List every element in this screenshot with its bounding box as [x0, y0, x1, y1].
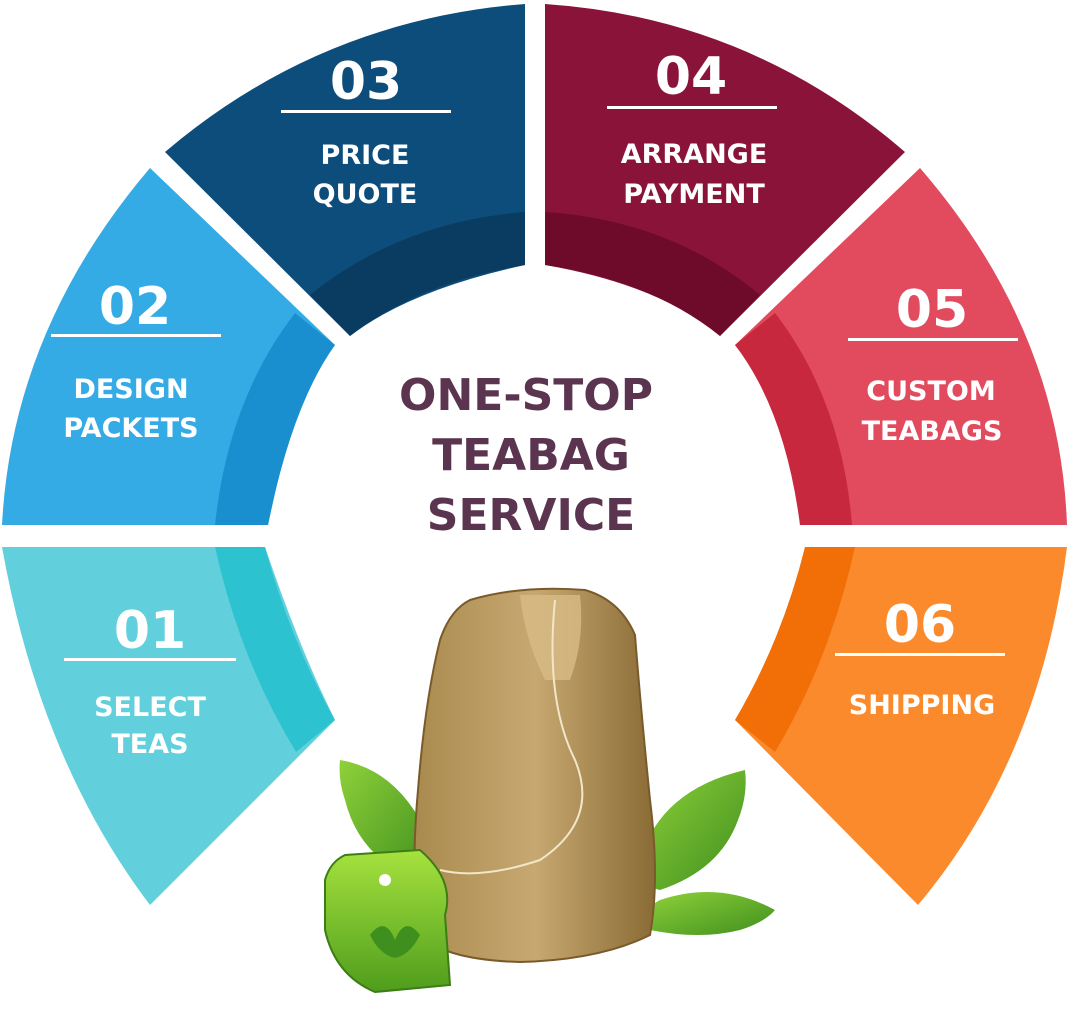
step-05-divider [848, 338, 1018, 341]
teabag-with-leaves-icon [324, 587, 775, 994]
teabag-fold [520, 595, 582, 680]
step-05-label-line-1: CUSTOM [866, 376, 995, 407]
step-02-number: 02 [99, 277, 171, 337]
tag-leaf-logo-icon [370, 926, 420, 958]
center-title-line-1: ONE-STOP [399, 370, 653, 421]
step-01-number: 01 [114, 601, 186, 661]
step-01-label-line-2: TEAS [111, 729, 188, 760]
step-03-label-line-1: PRICE [321, 140, 410, 171]
tag-hole [379, 874, 391, 886]
step-02-inner-band [215, 313, 335, 525]
step-04-label-line-2: PAYMENT [623, 179, 765, 210]
step-03-inner-band [310, 212, 525, 336]
step-04-text: 04 ARRANGE PAYMENT [607, 47, 777, 210]
step-06-divider [835, 653, 1005, 656]
teabag-body [413, 587, 656, 964]
step-06-label-line-1: SHIPPING [849, 690, 995, 721]
step-04-divider [607, 106, 777, 109]
step-03-number: 03 [330, 52, 402, 112]
step-02-text: 02 DESIGN PACKETS [51, 277, 221, 444]
step-03-segment [165, 4, 525, 336]
step-05-text: 05 CUSTOM TEABAGS [848, 280, 1018, 447]
step-01-divider [64, 658, 236, 661]
step-04-number: 04 [655, 47, 727, 107]
step-06-inner-band [735, 547, 855, 752]
step-06-text: 06 SHIPPING [835, 595, 1005, 721]
center-title-line-3: SERVICE [427, 490, 635, 541]
step-01-label-line-1: SELECT [94, 692, 206, 723]
step-01-text: 01 SELECT TEAS [64, 601, 236, 760]
teabag-string [439, 599, 584, 875]
step-02-label-line-1: DESIGN [73, 374, 188, 405]
step-03-label-line-2: QUOTE [313, 179, 418, 210]
center-title: ONE-STOP TEABAG SERVICE [399, 370, 653, 541]
step-06-number: 06 [884, 595, 956, 655]
step-04-label-line-1: ARRANGE [621, 139, 768, 170]
center-title-line-2: TEABAG [432, 430, 630, 481]
step-01-segment [2, 547, 335, 905]
step-01-inner-band [215, 547, 335, 752]
step-05-number: 05 [896, 280, 968, 340]
step-02-divider [51, 334, 221, 337]
leaf-right-top-icon [639, 770, 746, 890]
step-02-segment [2, 168, 335, 525]
step-02-label-line-2: PACKETS [63, 413, 198, 444]
step-05-inner-band [735, 313, 852, 525]
step-05-segment [735, 168, 1067, 525]
step-03-text: 03 PRICE QUOTE [281, 52, 451, 210]
step-06-segment [735, 547, 1067, 905]
teabag-tag [324, 848, 452, 994]
step-03-divider [281, 110, 451, 113]
step-04-inner-band [545, 212, 760, 336]
step-04-segment [545, 4, 905, 336]
leaf-right-bottom-icon [646, 892, 775, 935]
step-05-label-line-2: TEABAGS [862, 416, 1003, 447]
